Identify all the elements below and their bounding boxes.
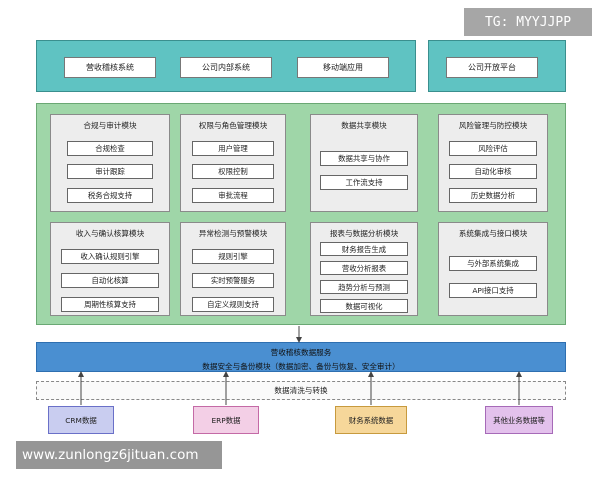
module-item[interactable]: 审批流程 <box>192 188 274 203</box>
module-item[interactable]: 营收分析报表 <box>320 261 408 275</box>
module-item[interactable]: 审计跟踪 <box>67 164 153 179</box>
mobile-app[interactable]: 移动端应用 <box>297 57 389 78</box>
module-item[interactable]: 用户管理 <box>192 141 274 156</box>
module-item[interactable]: 自动化核算 <box>61 273 159 288</box>
source-crm[interactable]: CRM数据 <box>48 406 114 434</box>
module-item[interactable]: 财务报告生成 <box>320 242 408 256</box>
module-permissions-roles: 权限与角色管理模块 用户管理 权限控制 审批流程 <box>180 114 286 212</box>
module-item[interactable]: 税务合规支持 <box>67 188 153 203</box>
module-item[interactable]: 周期性核算支持 <box>61 297 159 312</box>
module-item[interactable]: 历史数据分析 <box>449 188 537 203</box>
module-item[interactable]: 风险评估 <box>449 141 537 156</box>
module-title: 收入与确认核算模块 <box>75 229 145 238</box>
module-data-sharing: 数据共享模块 数据共享与协作 工作流支持 <box>310 114 418 212</box>
revenue-audit-system[interactable]: 营收稽核系统 <box>64 57 156 78</box>
module-compliance-audit: 合规与审计模块 合规检查 审计跟踪 税务合规支持 <box>50 114 170 212</box>
module-item[interactable]: 规则引擎 <box>192 249 274 264</box>
module-revenue-recognition: 收入与确认核算模块 收入确认规则引擎 自动化核算 周期性核算支持 <box>50 222 170 316</box>
module-title: 合规与审计模块 <box>83 121 137 130</box>
module-item[interactable]: 合规检查 <box>67 141 153 156</box>
module-item[interactable]: 权限控制 <box>192 164 274 179</box>
module-reports-analytics: 报表与数据分析模块 财务报告生成 营收分析报表 趋势分析与预测 数据可视化 <box>310 222 418 316</box>
module-item[interactable]: 数据可视化 <box>320 299 408 313</box>
module-system-integration: 系统集成与接口模块 与外部系统集成 API接口支持 <box>438 222 548 316</box>
module-item[interactable]: 自定义规则支持 <box>192 297 274 312</box>
module-risk-management: 风险管理与防控模块 风险评估 自动化审核 历史数据分析 <box>438 114 548 212</box>
module-title: 系统集成与接口模块 <box>458 229 528 238</box>
module-anomaly-detection: 异常检测与预警模块 规则引擎 实时预警服务 自定义规则支持 <box>180 222 286 316</box>
module-title: 权限与角色管理模块 <box>198 121 268 130</box>
watermark-bottom: www.zunlongz6jituan.com <box>16 441 222 469</box>
source-other[interactable]: 其他业务数据等 <box>485 406 553 434</box>
source-erp[interactable]: ERP数据 <box>193 406 259 434</box>
service-subtitle: 数据安全与备份模块（数据加密、备份与恢复、安全审计） <box>202 362 400 371</box>
module-title: 数据共享模块 <box>341 121 387 130</box>
module-title: 风险管理与防控模块 <box>458 121 528 130</box>
open-platform[interactable]: 公司开放平台 <box>446 57 538 78</box>
module-item[interactable]: 收入确认规则引擎 <box>61 249 159 264</box>
internal-system[interactable]: 公司内部系统 <box>180 57 272 78</box>
data-cleaning-bar: 数据清洗与转换 <box>36 381 566 400</box>
module-title: 报表与数据分析模块 <box>329 229 399 238</box>
module-item[interactable]: 自动化审核 <box>449 164 537 179</box>
watermark-top: TG: MYYJJPP <box>464 8 592 36</box>
module-item[interactable]: 工作流支持 <box>320 175 408 190</box>
module-item[interactable]: 与外部系统集成 <box>449 256 537 271</box>
source-finance[interactable]: 财务系统数据 <box>335 406 407 434</box>
module-item[interactable]: 实时预警服务 <box>192 273 274 288</box>
module-item[interactable]: API接口支持 <box>449 283 537 298</box>
module-item[interactable]: 趋势分析与预测 <box>320 280 408 294</box>
service-title: 营收稽核数据服务 <box>270 348 332 357</box>
module-title: 异常检测与预警模块 <box>198 229 268 238</box>
module-item[interactable]: 数据共享与协作 <box>320 151 408 166</box>
